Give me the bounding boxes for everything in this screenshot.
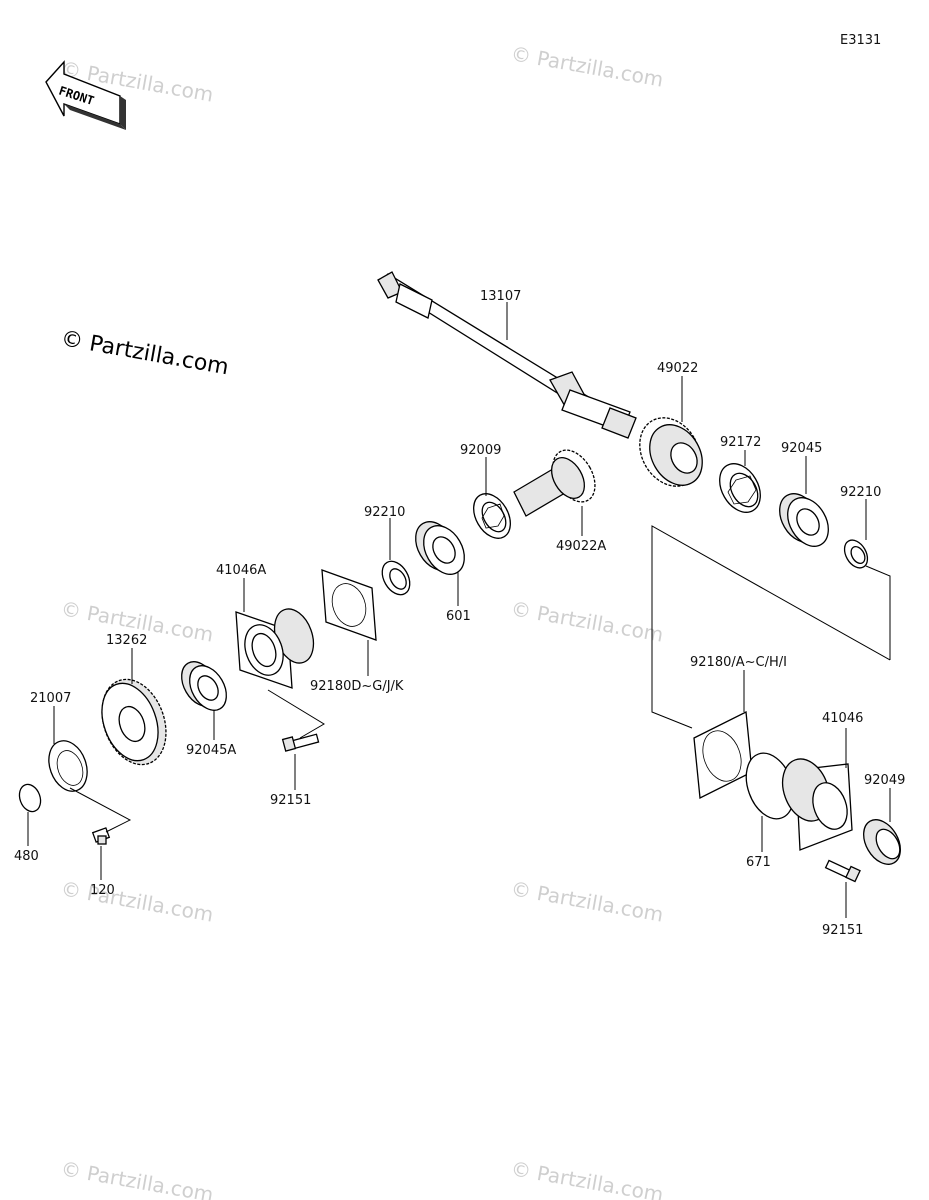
label-480: 480 bbox=[14, 849, 39, 864]
bearing-601 bbox=[415, 521, 465, 575]
shaft-13107 bbox=[377, 271, 637, 439]
label-49022: 49022 bbox=[657, 361, 698, 376]
label-92009: 92009 bbox=[460, 443, 501, 458]
seal-92172 bbox=[719, 463, 761, 513]
gear-49022A bbox=[513, 449, 596, 517]
bolt-92151-right bbox=[824, 859, 861, 883]
watermark-large: © Partzilla.com bbox=[59, 326, 231, 380]
gear-49022 bbox=[639, 417, 703, 487]
label-41046: 41046 bbox=[822, 711, 863, 726]
bearing-92045A bbox=[181, 661, 227, 711]
label-92151-left: 92151 bbox=[270, 793, 311, 808]
diagram-code: E3131 bbox=[840, 33, 881, 48]
watermark: © Partzilla.com bbox=[59, 1156, 215, 1200]
housing-41046A bbox=[235, 608, 315, 689]
watermark: © Partzilla.com bbox=[509, 41, 665, 91]
seal-92210-left bbox=[381, 560, 411, 596]
label-92172: 92172 bbox=[720, 435, 761, 450]
label-13262: 13262 bbox=[106, 633, 147, 648]
label-13107: 13107 bbox=[480, 289, 521, 304]
label-120: 120 bbox=[90, 883, 115, 898]
label-92045A: 92045A bbox=[186, 743, 236, 758]
housing-41046 bbox=[781, 758, 853, 851]
front-arrow-icon: FRONT bbox=[45, 60, 126, 130]
label-92210-right: 92210 bbox=[840, 485, 881, 500]
watermark: © Partzilla.com bbox=[509, 596, 665, 646]
label-92151-right: 92151 bbox=[822, 923, 863, 938]
bolt-92151-left bbox=[281, 733, 320, 752]
label-601: 601 bbox=[446, 609, 471, 624]
part-labels: 13107 49022 92172 92045 92210 92009 4902… bbox=[14, 289, 905, 938]
watermark: © Partzilla.com bbox=[509, 876, 665, 926]
watermark: © Partzilla.com bbox=[509, 1156, 665, 1200]
bearing-92045 bbox=[779, 493, 829, 547]
label-671: 671 bbox=[746, 855, 771, 870]
watermark: © Partzilla.com bbox=[59, 876, 215, 926]
seal-92210-right bbox=[843, 539, 869, 569]
gasket-92180A bbox=[693, 710, 753, 800]
plate-21007 bbox=[48, 740, 88, 792]
label-92049: 92049 bbox=[864, 773, 905, 788]
gasket-92180D bbox=[321, 569, 377, 641]
seal-92009 bbox=[473, 493, 511, 539]
label-92210-left: 92210 bbox=[364, 505, 405, 520]
label-49022A: 49022A bbox=[556, 539, 606, 554]
label-21007: 21007 bbox=[30, 691, 71, 706]
leader-lines bbox=[27, 302, 891, 918]
seal-92049 bbox=[863, 819, 901, 865]
label-92180A: 92180/A~C/H/I bbox=[690, 655, 787, 670]
bolt-120 bbox=[91, 827, 111, 845]
label-92180D: 92180D~G/J/K bbox=[310, 679, 404, 694]
label-92045: 92045 bbox=[781, 441, 822, 456]
label-41046A: 41046A bbox=[216, 563, 266, 578]
gear-13262 bbox=[101, 678, 167, 766]
circlip-480 bbox=[18, 783, 42, 813]
